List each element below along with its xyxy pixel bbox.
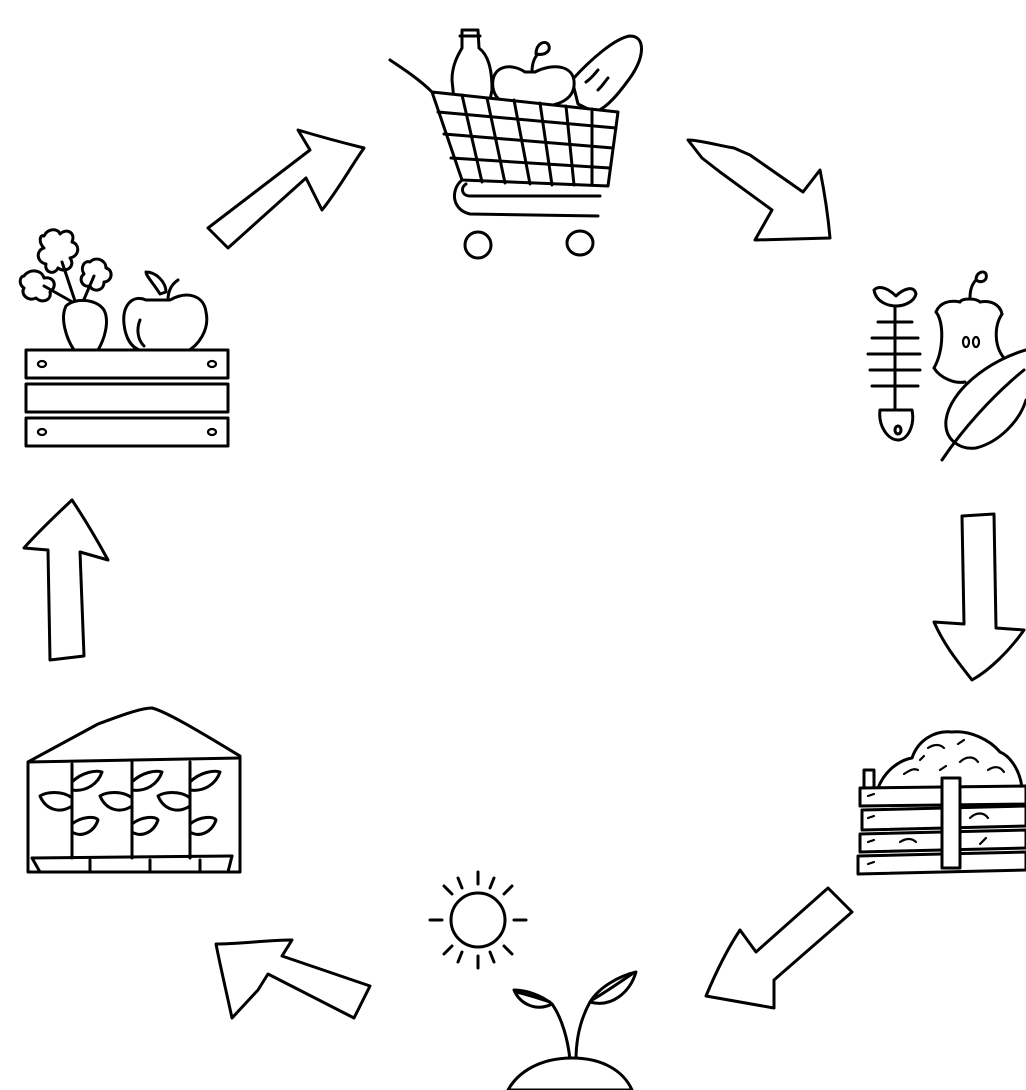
shopping-cart-icon xyxy=(388,28,643,260)
arrow-greenhouse-to-harvest xyxy=(22,498,110,662)
greenhouse-icon xyxy=(26,706,242,874)
food-scraps-icon xyxy=(866,270,1026,462)
sprout-sun-icon xyxy=(428,870,638,1090)
arrow-cart-to-waste xyxy=(686,138,832,242)
compost-bin-icon xyxy=(856,730,1026,876)
arrow-sprout-to-greenhouse xyxy=(214,938,372,1020)
arrow-compost-to-sprout xyxy=(704,886,854,1010)
arrow-waste-to-compost xyxy=(932,512,1026,682)
harvest-crate-icon xyxy=(18,228,230,448)
arrow-harvest-to-cart xyxy=(206,128,366,250)
